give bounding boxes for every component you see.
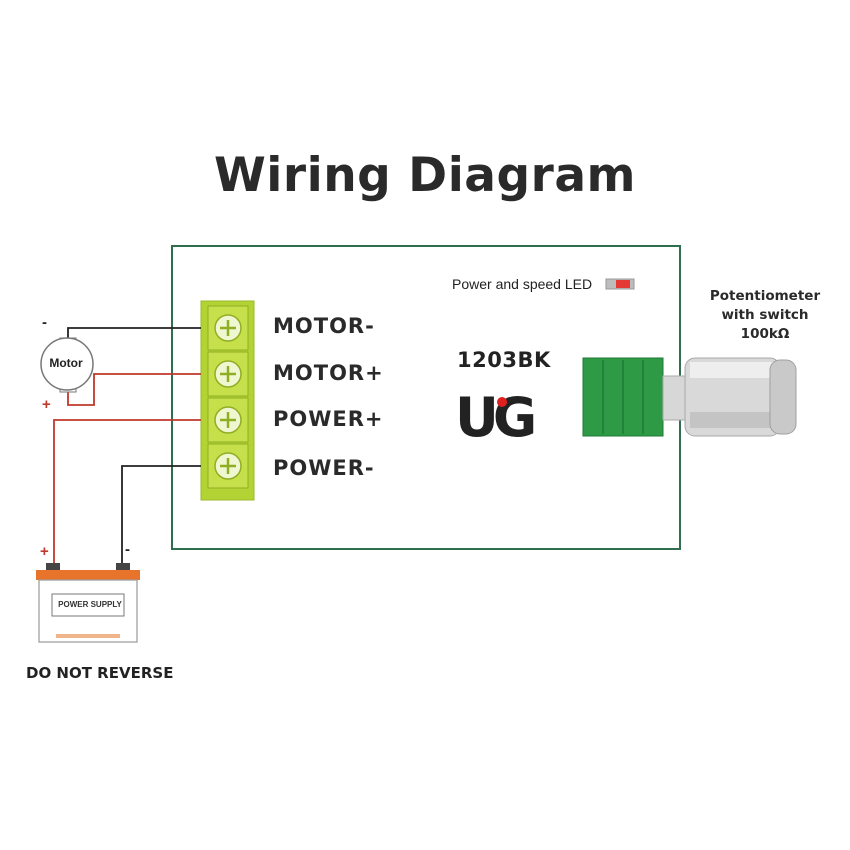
wire-motor-positive — [67, 373, 201, 406]
warning-text: DO NOT REVERSE — [26, 664, 174, 682]
led-label: Power and speed LED — [452, 276, 593, 292]
power-supply-icon — [36, 563, 140, 643]
supply-negative-sign: - — [125, 541, 130, 558]
power-supply-label: POWER SUPPLY — [58, 600, 122, 609]
potentiometer-label-line2: with switch — [721, 307, 809, 323]
potentiometer-icon — [582, 357, 797, 437]
terminal-block — [200, 300, 255, 501]
logo-red-dot — [497, 397, 507, 407]
motor-negative-sign: - — [42, 314, 47, 331]
page-title: Wiring Diagram — [213, 148, 637, 203]
potentiometer-label: Potentiometer with switch 100kΩ — [695, 287, 835, 344]
motor-label: Motor — [49, 356, 83, 370]
wire-power-positive — [53, 419, 201, 566]
terminal-screw-3 — [214, 406, 242, 434]
led-indicator — [605, 278, 635, 290]
potentiometer-label-line3: 100kΩ — [740, 326, 790, 342]
terminal-label-power-positive: POWER+ — [273, 407, 384, 431]
ug-logo: UG — [455, 388, 540, 444]
terminal-screw-4 — [214, 452, 242, 480]
terminal-label-motor-positive: MOTOR+ — [273, 361, 384, 385]
wire-power-negative — [121, 465, 201, 566]
motor-positive-sign: + — [42, 396, 51, 413]
terminal-label-motor-negative: MOTOR- — [273, 314, 375, 338]
potentiometer-label-line1: Potentiometer — [709, 288, 821, 304]
terminal-screw-2 — [214, 360, 242, 388]
terminal-label-power-negative: POWER- — [273, 456, 375, 480]
model-number: 1203BK — [457, 348, 551, 372]
terminal-screw-1 — [214, 314, 242, 342]
logo-text: UG — [455, 388, 534, 444]
supply-positive-sign: + — [40, 543, 49, 560]
motor-icon — [40, 337, 94, 393]
